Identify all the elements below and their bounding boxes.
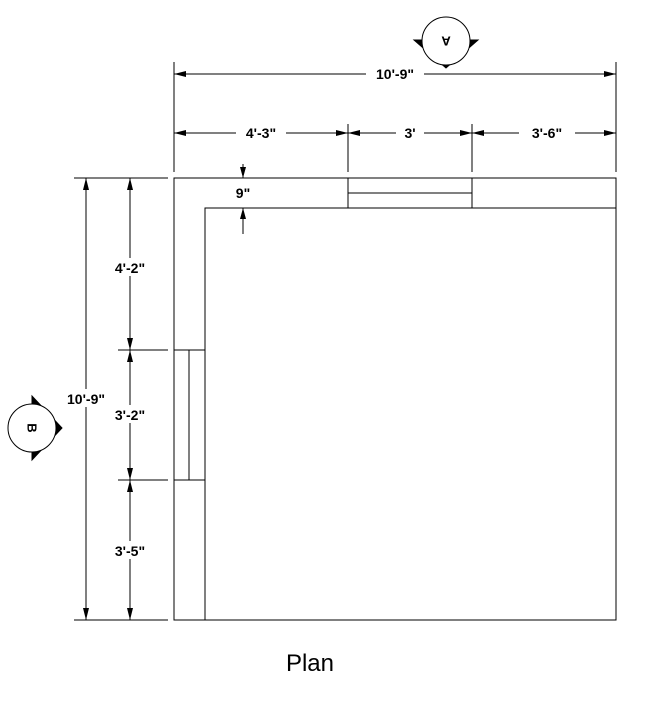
inner-wall-outline	[204, 207, 616, 620]
arrowhead-icon	[460, 130, 472, 136]
section-label-a: A	[441, 34, 451, 49]
section-marker-a: A	[412, 16, 480, 69]
dim-label-seg-top: 4'-2"	[115, 260, 145, 276]
section-bubble-a	[421, 16, 471, 66]
outer-wall-outline	[173, 177, 617, 621]
arrowhead-icon	[472, 130, 484, 136]
arrowhead-icon	[83, 178, 89, 190]
arrowhead-icon	[336, 130, 348, 136]
dim-overall-height: 10'-9"	[60, 177, 168, 621]
top-window-opening	[347, 178, 473, 208]
arrowhead-icon	[604, 71, 616, 77]
left-window-opening	[174, 349, 205, 481]
section-label-b: B	[25, 423, 40, 432]
dim-label-seg-center: 3'-2"	[115, 407, 145, 423]
arrowhead-icon	[127, 608, 133, 620]
dim-label-seg-mid: 3'	[404, 125, 415, 141]
plan-outline	[173, 177, 617, 621]
plan-title: Plan	[286, 650, 334, 677]
dim-width-segments: 4'-3" 3' 3'-6"	[174, 123, 616, 172]
arrowhead-icon	[348, 130, 360, 136]
section-marker-b: B	[7, 394, 63, 462]
dim-label-wall-thickness: 9"	[236, 185, 250, 201]
arrowhead-icon	[240, 167, 246, 178]
arrowhead-icon	[174, 130, 186, 136]
section-bubble-b	[7, 403, 57, 453]
dim-wall-thickness: 9"	[228, 164, 255, 234]
dim-label-overall-height: 10'-9"	[67, 391, 105, 407]
arrowhead-icon	[174, 71, 186, 77]
dim-label-seg-right: 3'-6"	[532, 125, 562, 141]
arrowhead-icon	[127, 468, 133, 480]
arrowhead-icon	[127, 480, 133, 492]
dim-height-segments: 4'-2" 3'-2" 3'-5"	[108, 178, 168, 620]
arrowhead-icon	[127, 178, 133, 190]
arrowhead-icon	[127, 338, 133, 350]
arrowhead-icon	[604, 130, 616, 136]
arrowhead-icon	[83, 608, 89, 620]
arrowhead-icon	[240, 208, 246, 219]
dim-label-seg-left: 4'-3"	[246, 125, 276, 141]
dim-label-overall-width: 10'-9"	[376, 66, 414, 82]
dim-overall-width: 10'-9"	[173, 62, 617, 172]
dim-label-seg-bottom: 3'-5"	[115, 543, 145, 559]
arrowhead-icon	[127, 350, 133, 362]
